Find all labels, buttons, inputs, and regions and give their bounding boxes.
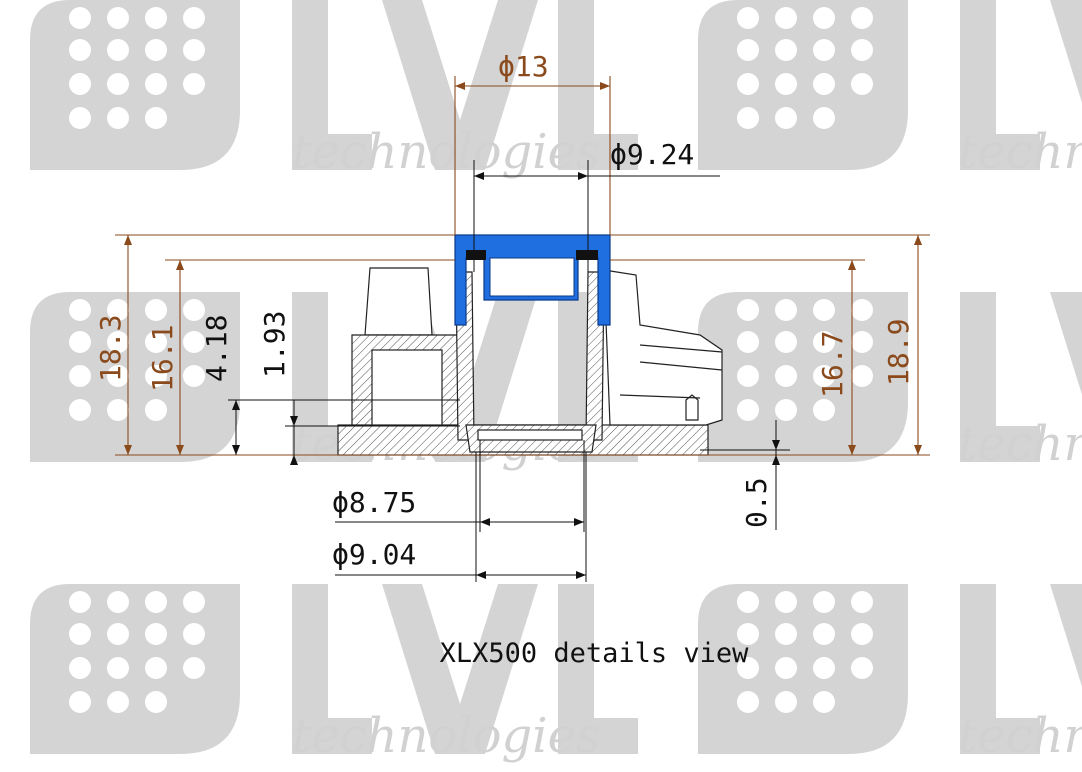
dim-label-16-1: 16.1: [146, 325, 179, 392]
part-cross-section: [337, 239, 723, 456]
watermark-tagline: technologies: [958, 416, 1082, 472]
dim-label-0-5: 0.5: [740, 477, 773, 528]
dim-label-4-18: 4.18: [200, 315, 233, 382]
dim-label-1-93: 1.93: [258, 311, 291, 378]
dim-label-dia-9-24: ϕ9.24: [610, 138, 694, 171]
dimension-arrows: [124, 82, 922, 579]
dimension-labels: ϕ13 ϕ9.24 ϕ8.75 ϕ9.04 18.3 16.1 4.18 1.9…: [94, 50, 915, 571]
dim-label-16-7: 16.7: [816, 331, 849, 398]
dim-label-18-9: 18.9: [882, 319, 915, 386]
seal-cap: [454, 234, 611, 326]
watermark-tagline: technologies: [958, 708, 1082, 764]
dimension-lines-brown: [115, 76, 930, 456]
watermark-tagline: technologies: [292, 708, 601, 764]
drawing-caption: XLX500 details view: [440, 638, 750, 669]
dim-label-18-3: 18.3: [94, 315, 127, 382]
watermark: technologies technologies technologies t…: [30, 0, 1082, 764]
dim-label-dia-8-75: ϕ8.75: [332, 486, 416, 519]
dimension-lines-black: [228, 160, 790, 582]
dim-label-dia-9-04: ϕ9.04: [332, 538, 416, 571]
dim-label-dia-13: ϕ13: [498, 50, 549, 83]
watermark-tagline: technologies: [292, 124, 601, 180]
watermark-tagline: technologies: [958, 124, 1082, 180]
